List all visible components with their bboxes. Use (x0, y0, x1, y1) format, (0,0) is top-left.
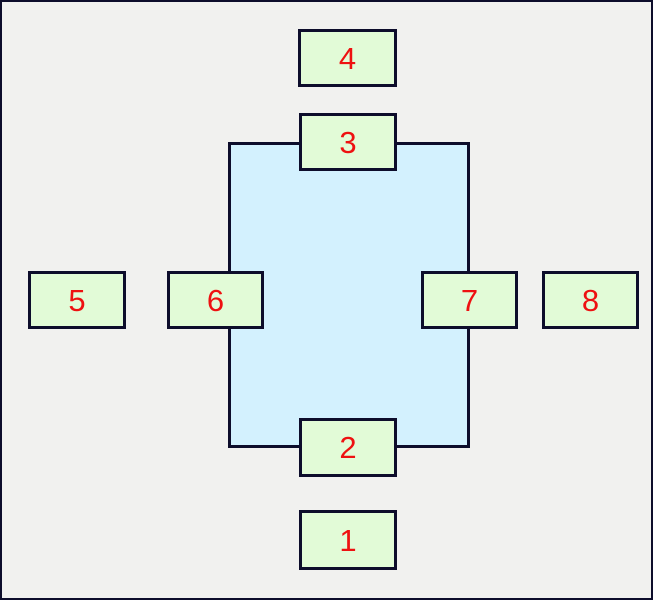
node-box-5[interactable]: 5 (28, 271, 126, 329)
node-box-label: 7 (460, 282, 479, 318)
node-box-7[interactable]: 7 (421, 271, 518, 329)
node-box-label: 6 (206, 282, 225, 318)
node-box-8[interactable]: 8 (542, 271, 639, 329)
node-box-1[interactable]: 1 (299, 510, 397, 570)
node-box-label: 2 (339, 430, 357, 465)
node-box-3[interactable]: 3 (299, 113, 397, 171)
node-box-4[interactable]: 4 (298, 29, 397, 87)
node-box-label: 5 (68, 282, 86, 318)
node-box-label: 1 (339, 522, 357, 558)
node-box-label: 4 (338, 40, 357, 76)
node-box-6[interactable]: 6 (167, 271, 264, 329)
node-box-label: 8 (581, 282, 600, 318)
node-box-label: 3 (339, 124, 357, 160)
node-box-2[interactable]: 2 (299, 418, 397, 477)
